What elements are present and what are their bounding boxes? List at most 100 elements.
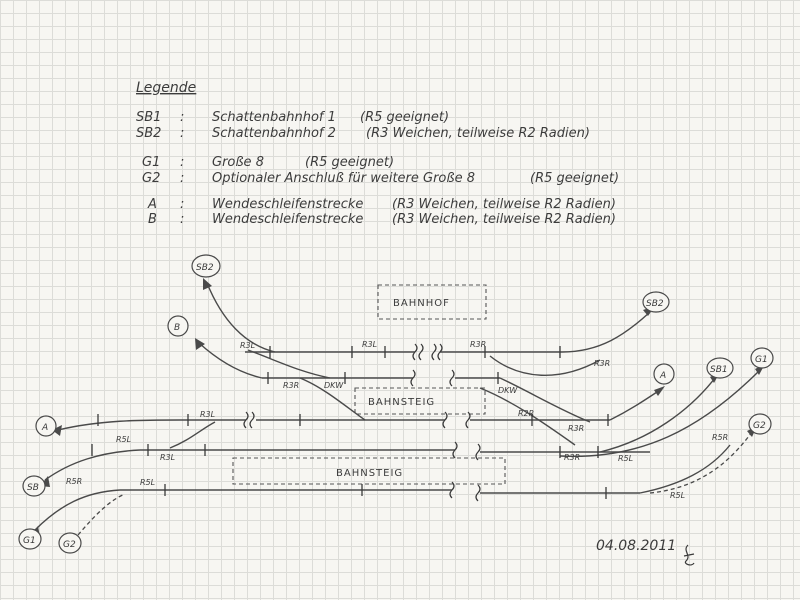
label-r3l: R3L xyxy=(240,341,255,350)
connector-g1-right: G1 xyxy=(750,347,774,369)
connector-label: G1 xyxy=(755,355,768,365)
connector-label: SB2 xyxy=(646,299,664,309)
legend-sep: : xyxy=(180,155,184,170)
connector-sb2-left: SB2 xyxy=(191,254,221,278)
date-label: 04.08.2011 xyxy=(596,538,676,554)
legend-note-g1: (R5 geeignet) xyxy=(305,155,394,170)
track-diag-left xyxy=(247,349,331,379)
connector-a-right: A xyxy=(653,363,675,385)
legend-desc-b: Wendeschleifenstrecke xyxy=(212,212,363,227)
track-breaks xyxy=(243,343,481,502)
break-mark xyxy=(418,343,424,361)
connector-label: G1 xyxy=(23,536,36,546)
bahnsteig-upper-box xyxy=(354,387,486,415)
signature xyxy=(683,544,695,566)
legend-note-sb2: (R3 Weichen, teilweise R2 Radien) xyxy=(366,126,590,141)
break-mark xyxy=(243,411,249,429)
label-r5l: R5L xyxy=(670,491,685,500)
arrow-sb2-left xyxy=(203,278,212,290)
track-b-left-curve xyxy=(198,342,263,379)
label-r3l: R3L xyxy=(362,340,377,349)
legend-sep: : xyxy=(180,171,184,186)
label-r5r: R5R xyxy=(66,477,82,486)
legend-sep: : xyxy=(180,110,184,125)
track-g2-left-curve xyxy=(77,493,126,536)
legend-code-g2: G2 xyxy=(142,171,160,186)
connector-sb2-right: SB2 xyxy=(642,291,670,313)
tracks xyxy=(34,282,761,536)
connector-label: A xyxy=(659,371,666,381)
track-labels: R3L R3L R3R R3R R3R DKW DKW R3L R5L R3L … xyxy=(66,340,728,500)
label-r3r: R3R xyxy=(594,359,610,368)
legend-note-b: (R3 Weichen, teilweise R2 Radien) xyxy=(392,212,616,227)
break-mark xyxy=(475,484,481,502)
break-mark xyxy=(249,411,255,429)
break-mark xyxy=(442,411,448,429)
legend-code-g1: G1 xyxy=(142,155,160,170)
legend-desc-g1: Große 8 xyxy=(212,155,264,170)
legend-desc-a: Wendeschleifenstrecke xyxy=(212,197,363,212)
connector-label: B xyxy=(174,323,180,333)
arrow-a-right xyxy=(654,386,665,396)
label-r3l: R3L xyxy=(200,410,215,419)
bahnhof-label: BAHNHOF xyxy=(393,298,450,309)
legend-desc-g2: Optionaler Anschluß für weitere Große 8 xyxy=(212,171,475,186)
track-ticks xyxy=(91,346,609,499)
label-r5r: R5R xyxy=(712,433,728,442)
legend-note-g2: (R5 geeignet) xyxy=(530,171,619,186)
track-a-left xyxy=(57,419,181,431)
track-g1-left-curve xyxy=(34,489,121,531)
legend-sep: : xyxy=(180,212,184,227)
track-a-right-curve xyxy=(609,389,661,421)
label-r3r: R3R xyxy=(470,340,486,349)
legend-desc-sb1: Schattenbahnhof 1 xyxy=(212,110,336,125)
connector-label: G2 xyxy=(63,540,76,550)
legend-sep: : xyxy=(180,197,184,212)
break-mark xyxy=(431,343,437,361)
break-mark xyxy=(465,411,471,429)
connector-b-left: B xyxy=(167,315,189,337)
label-dkw: DKW xyxy=(498,386,518,395)
legend-title: Legende xyxy=(136,80,196,96)
legend-note-a: (R3 Weichen, teilweise R2 Radien) xyxy=(392,197,616,212)
break-mark xyxy=(437,343,443,361)
track-g1-right-curve xyxy=(559,369,761,458)
break-mark xyxy=(449,369,455,387)
label-r3r: R3R xyxy=(564,453,580,462)
bahnsteig-upper-label: BAHNSTEIG xyxy=(368,397,435,408)
legend-code-sb2: SB2 xyxy=(136,126,161,141)
arrow-a-left xyxy=(52,425,62,436)
legend-sep: : xyxy=(180,126,184,141)
label-r5l: R5L xyxy=(618,454,633,463)
legend-code-a: A xyxy=(147,197,157,212)
connector-label: A xyxy=(41,423,48,433)
connector-g2-left: G2 xyxy=(58,532,82,554)
connector-sb1-left: SB xyxy=(22,475,46,497)
bahnsteig-lower-box xyxy=(232,457,506,485)
bahnhof-box xyxy=(377,284,487,320)
break-mark xyxy=(412,343,418,361)
track-sb1-left-curve xyxy=(44,449,141,481)
track-second-right-curve xyxy=(499,377,591,423)
label-dkw: DKW xyxy=(324,381,344,390)
track-top-right-lower xyxy=(489,355,601,376)
label-r3r: R3R xyxy=(283,381,299,390)
label-r5l: R5L xyxy=(116,435,131,444)
track-third-right-diag xyxy=(479,387,576,446)
track-third-branch-down xyxy=(169,421,216,449)
track-sb2-left-curve xyxy=(206,282,276,353)
break-mark xyxy=(475,443,481,461)
connector-a-left: A xyxy=(35,415,57,437)
track-g2-right-curve xyxy=(649,431,753,494)
break-mark xyxy=(449,481,455,499)
connector-label: SB1 xyxy=(710,365,728,375)
label-r5l: R5L xyxy=(140,478,155,487)
arrow-b-left xyxy=(195,338,205,350)
legend: Legende SB1 : Schattenbahnhof 1 (R5 geei… xyxy=(136,80,619,227)
legend-code-b: B xyxy=(148,212,157,227)
legend-code-sb1: SB1 xyxy=(136,110,161,125)
track-fifth-right-curve xyxy=(639,444,731,494)
bahnsteig-lower-label: BAHNSTEIG xyxy=(336,468,403,479)
